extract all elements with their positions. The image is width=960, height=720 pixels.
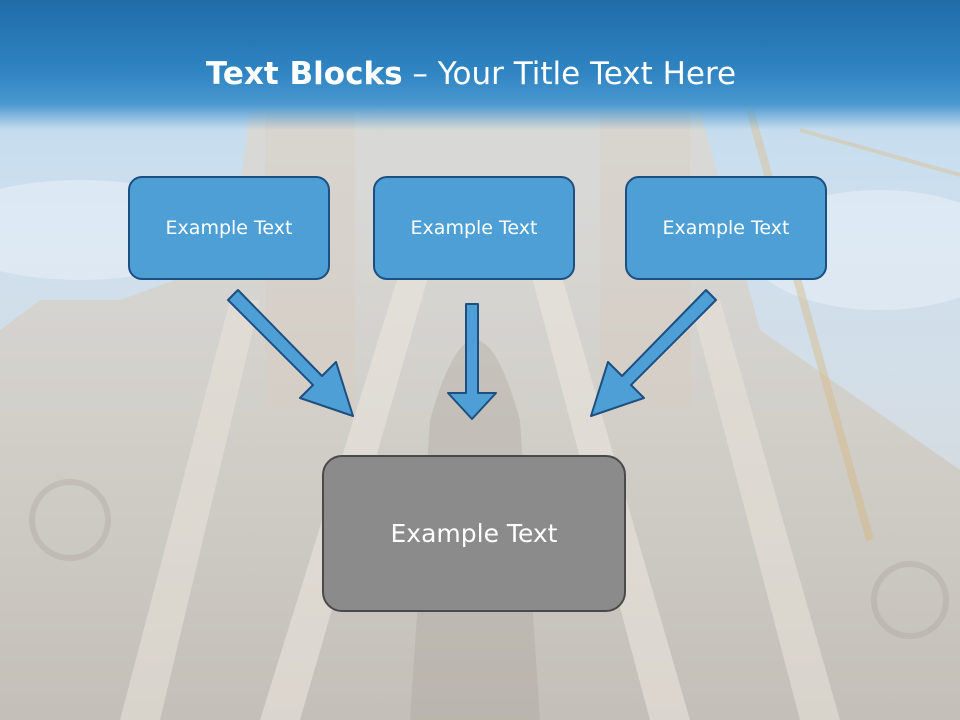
text-block-left[interactable]: Example Text [128,176,330,280]
slide-title[interactable]: Text Blocks – Your Title Text Here [0,54,942,94]
title-dash: – [412,56,428,92]
text-block-right[interactable]: Example Text [625,176,827,280]
text-block-center[interactable]: Example Text [373,176,575,280]
title-rest: Your Title Text Here [437,56,737,92]
title-bar [0,0,960,130]
title-bold: Text Blocks [205,56,403,92]
arrow-right[interactable] [590,289,717,417]
arrow-center[interactable] [447,303,497,420]
text-block-bottom[interactable]: Example Text [322,455,626,612]
arrow-left[interactable] [227,289,354,417]
